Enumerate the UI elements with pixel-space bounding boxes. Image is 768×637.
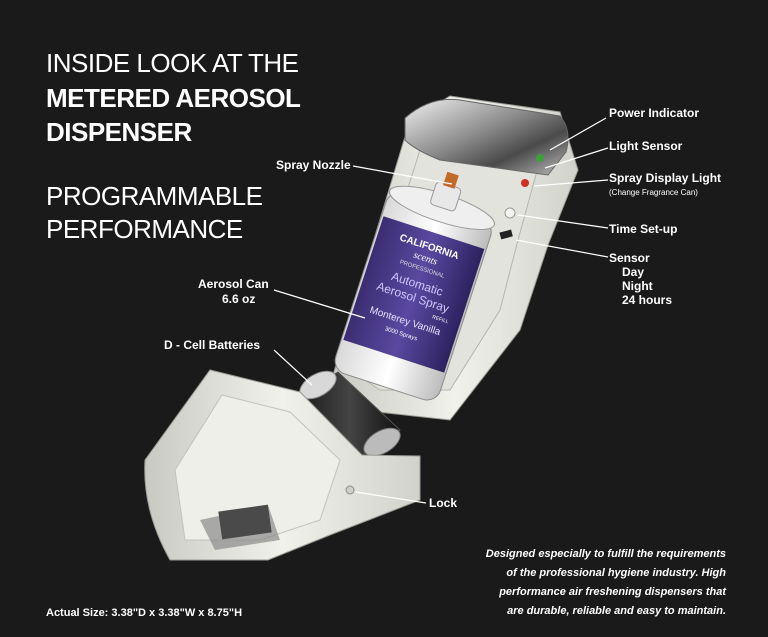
- callout-sensor-day: Day: [622, 265, 645, 279]
- front-cover: [144, 369, 421, 561]
- heading-line-3: DISPENSER: [46, 117, 192, 147]
- d-cell-batteries: [299, 370, 401, 457]
- callout-power-indicator: Power Indicator: [609, 106, 700, 120]
- tagline-line: Designed especially to fulfill the requi…: [485, 548, 726, 560]
- callout-spray-nozzle: Spray Nozzle: [276, 158, 351, 172]
- chrome-cap: [404, 98, 569, 176]
- callout-batteries: D - Cell Batteries: [164, 338, 261, 352]
- callout-aerosol-size: 6.6 oz: [222, 292, 256, 306]
- callout-sensor-night: Night: [622, 279, 653, 293]
- time-setup-button: [504, 207, 516, 219]
- callout-lines: [273, 117, 609, 504]
- aerosol-can: CALIFORNIA scents PROFESSIONAL Automatic…: [334, 171, 495, 401]
- callout-sensor: Sensor: [609, 251, 650, 265]
- callout-aerosol-can: Aerosol Can: [198, 277, 269, 291]
- tagline-line: are durable, reliable and easy to mainta…: [507, 605, 726, 617]
- tagline-line: performance air freshening dispensers th…: [499, 586, 726, 598]
- actual-size-text: Actual Size: 3.38"D x 3.38"W x 8.75"H: [46, 607, 243, 619]
- heading-line-2: METERED AEROSOL: [46, 83, 301, 113]
- callout-spray-display-light: Spray Display Light: [609, 171, 722, 185]
- lock-keyhole: [345, 485, 355, 495]
- can-refill: REFILL: [431, 314, 449, 325]
- subheading-line-1: PROGRAMMABLE: [46, 181, 263, 211]
- callout-light-sensor: Light Sensor: [609, 139, 683, 153]
- callout-time-setup: Time Set-up: [609, 222, 678, 236]
- subheading-line-2: PERFORMANCE: [46, 214, 243, 244]
- sensor-switch: [499, 229, 513, 240]
- tagline: Designed especially to fulfill the requi…: [426, 545, 726, 621]
- spray-led: [521, 179, 529, 187]
- callout-spray-display-note: (Change Fragrance Can): [609, 188, 698, 197]
- power-led: [536, 154, 544, 162]
- tagline-line: of the professional hygiene industry. Hi…: [506, 567, 726, 579]
- callout-sensor-24: 24 hours: [622, 293, 673, 307]
- heading-line-1: INSIDE LOOK AT THE: [46, 48, 299, 78]
- callout-lock: Lock: [429, 496, 458, 510]
